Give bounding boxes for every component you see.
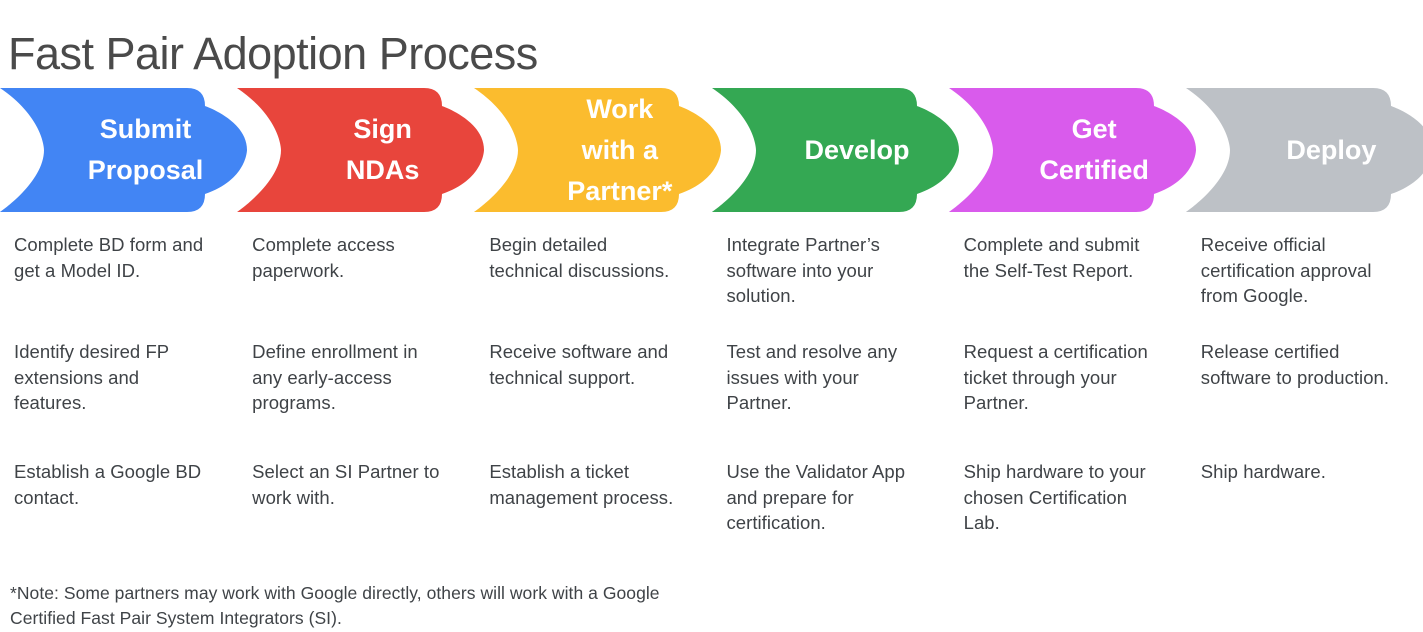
detail-cell: Define enrollment in any early-access pr…	[237, 339, 474, 459]
detail-text: Test and resolve any issues with your Pa…	[726, 341, 898, 413]
detail-text: Complete and submit the Self-Test Report…	[963, 234, 1140, 281]
detail-cell: Identify desired FP extensions and featu…	[0, 339, 237, 459]
detail-cell: Complete BD form and get a Model ID.	[0, 232, 237, 339]
page-title: Fast Pair Adoption Process	[8, 28, 538, 80]
detail-cell: Complete and submit the Self-Test Report…	[949, 232, 1186, 339]
detail-row-1: Complete BD form and get a Model ID. Com…	[0, 232, 1423, 339]
detail-row-2: Identify desired FP extensions and featu…	[0, 339, 1423, 459]
chevron-shape-svg	[237, 88, 485, 212]
detail-cell: Test and resolve any issues with your Pa…	[711, 339, 948, 459]
chevron-shape	[948, 88, 1196, 212]
chevron-shape	[0, 88, 247, 212]
chevron-shape-svg	[948, 88, 1196, 212]
detail-cell: Ship hardware to your chosen Certificati…	[949, 459, 1186, 563]
detail-cell: Complete access paperwork.	[237, 232, 474, 339]
detail-text: Ship hardware to your chosen Certificati…	[963, 461, 1146, 533]
detail-cell: Receive official certification approval …	[1186, 232, 1423, 339]
chevron-shape-svg	[0, 88, 247, 212]
process-step-2-label: Sign NDAs	[345, 114, 420, 185]
detail-text: Use the Validator App and prepare for ce…	[726, 461, 906, 533]
detail-text: Identify desired FP extensions and featu…	[14, 341, 169, 413]
detail-text: Receive software and technical support.	[489, 341, 669, 388]
detail-cell: Receive software and technical support.	[474, 339, 711, 459]
process-step-1-label: Submit Proposal	[87, 114, 204, 185]
detail-cell: Ship hardware.	[1186, 459, 1423, 563]
chevron-shape-svg	[711, 88, 959, 212]
chevron-shape-svg	[474, 88, 722, 212]
detail-text: Request a certification ticket through y…	[963, 341, 1148, 413]
detail-text: Establish a Google BD contact.	[14, 461, 202, 508]
detail-text: Release certified software to production…	[1200, 341, 1390, 388]
detail-row-3: Establish a Google BD contact. Select an…	[0, 459, 1423, 563]
detail-text: Complete access paperwork.	[252, 234, 395, 281]
detail-cell: Establish a ticket management process.	[474, 459, 711, 563]
chevron-shape	[1185, 88, 1423, 212]
process-step-6-label: Deploy	[1286, 134, 1377, 165]
process-step-4-chevron[interactable]: Develop	[711, 88, 959, 212]
detail-text: Complete BD form and get a Model ID.	[14, 234, 204, 281]
detail-cell: Select an SI Partner to work with.	[237, 459, 474, 563]
process-details-grid: Complete BD form and get a Model ID. Com…	[0, 232, 1423, 563]
detail-text: Select an SI Partner to work with.	[252, 461, 440, 508]
process-step-1-chevron[interactable]: Submit Proposal	[0, 88, 247, 212]
detail-text: Receive official certification approval …	[1200, 234, 1372, 306]
detail-text: Establish a ticket management process.	[489, 461, 674, 508]
process-step-5-chevron[interactable]: Get Certified	[948, 88, 1196, 212]
process-step-3-chevron[interactable]: Work with a Partner*	[474, 88, 722, 212]
footnote-text: *Note: Some partners may work with Googl…	[10, 583, 660, 628]
process-step-2-chevron[interactable]: Sign NDAs	[237, 88, 485, 212]
chevron-shape-svg	[1185, 88, 1423, 212]
process-chevron-band: Submit Proposal Sign NDAs Work with a Part…	[0, 88, 1423, 212]
detail-cell: Integrate Partner’s software into your s…	[711, 232, 948, 339]
chevron-shape	[237, 88, 485, 212]
process-step-4-label: Develop	[804, 134, 910, 165]
process-step-3-label: Work with a Partner*	[567, 93, 673, 206]
detail-text: Ship hardware.	[1200, 461, 1326, 482]
detail-cell: Use the Validator App and prepare for ce…	[711, 459, 948, 563]
detail-cell: Release certified software to production…	[1186, 339, 1423, 459]
process-step-6-chevron[interactable]: Deploy	[1185, 88, 1423, 212]
detail-cell: Request a certification ticket through y…	[949, 339, 1186, 459]
chevron-shape	[711, 88, 959, 212]
chevron-shape	[474, 88, 722, 212]
detail-cell: Begin detailed technical discussions.	[474, 232, 711, 339]
detail-cell: Establish a Google BD contact.	[0, 459, 237, 563]
detail-text: Begin detailed technical discussions.	[489, 234, 670, 281]
detail-text: Integrate Partner’s software into your s…	[726, 234, 880, 306]
process-step-5-label: Get Certified	[1039, 114, 1149, 185]
detail-text: Define enrollment in any early-access pr…	[252, 341, 418, 413]
